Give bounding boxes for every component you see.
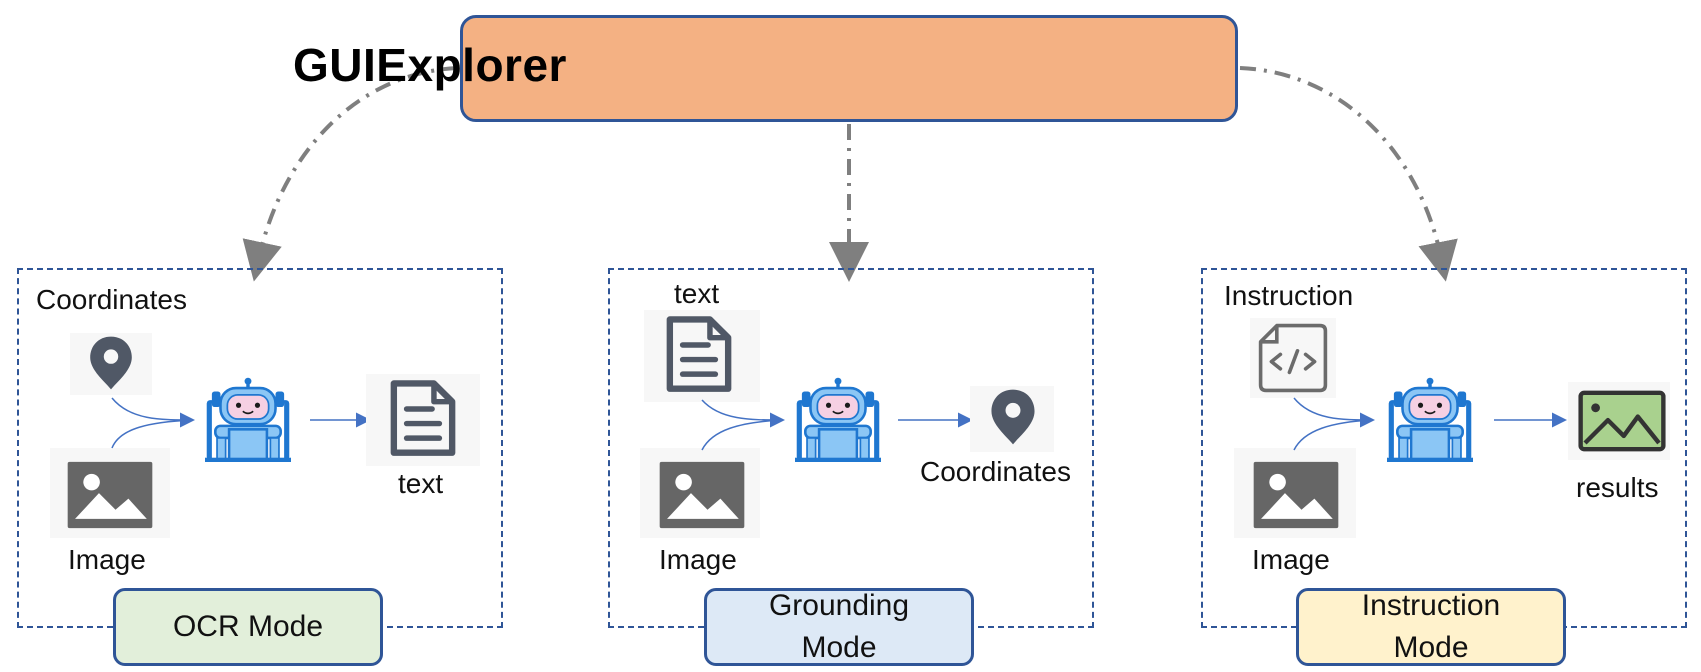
panel-input-label: Coordinates bbox=[36, 284, 187, 315]
panel-output-label: text bbox=[398, 468, 444, 499]
panel-input-label: Image bbox=[659, 544, 737, 575]
grounding-mode-label: Grounding Mode bbox=[704, 588, 974, 666]
panel-input-label: text bbox=[674, 278, 720, 309]
panel-input-label: Image bbox=[1252, 544, 1330, 575]
panel-input-label: Image bbox=[68, 544, 146, 575]
connector-left bbox=[242, 66, 459, 282]
instruction-mode-label: Instruction Mode bbox=[1296, 588, 1566, 666]
panel-output-label: results bbox=[1576, 472, 1659, 503]
panel-output-label: Coordinates bbox=[920, 456, 1071, 487]
ocr-mode-label: OCR Mode bbox=[113, 588, 383, 666]
panel-input-label: Instruction bbox=[1224, 280, 1354, 311]
connector-right bbox=[1239, 66, 1458, 282]
title-box bbox=[460, 15, 1238, 122]
diagram-title: GUIExplorer bbox=[293, 39, 567, 91]
